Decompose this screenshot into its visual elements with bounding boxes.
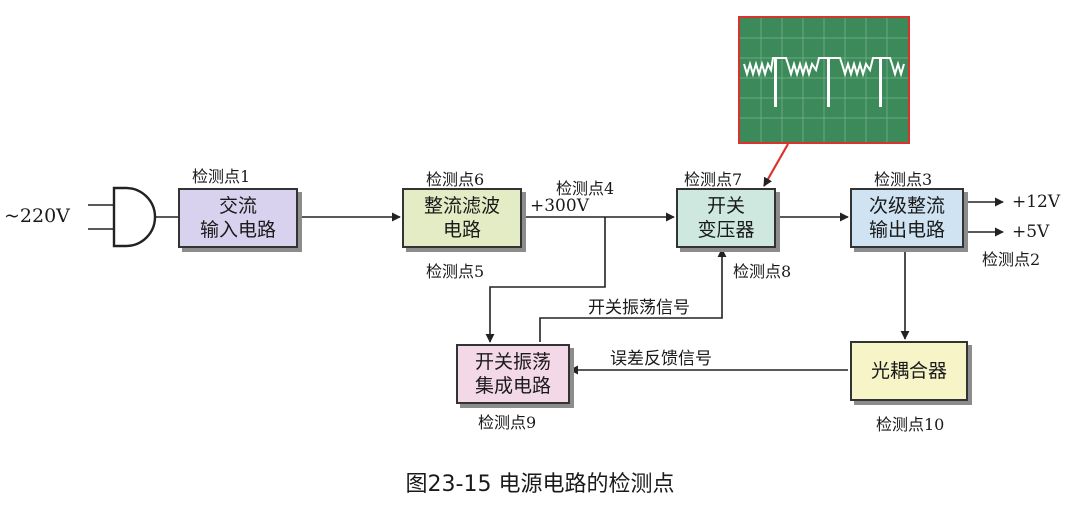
ac-input-voltage-label: ~220V <box>4 205 70 227</box>
test-point-4: 检测点4 <box>556 179 615 198</box>
test-point-2: 检测点2 <box>982 250 1041 269</box>
rectifier-filter-block: 整流滤波 电路 <box>402 188 522 248</box>
output-5v-label: +5V <box>1012 222 1050 242</box>
test-point-3: 检测点3 <box>874 170 933 189</box>
plug-body <box>112 186 157 248</box>
switching-transformer-block: 开关 变压器 <box>676 188 776 248</box>
scope-pointer-arrow <box>763 143 789 187</box>
waveform-graphic <box>740 18 908 142</box>
test-point-10: 检测点10 <box>876 415 945 434</box>
test-point-5: 检测点5 <box>426 262 485 281</box>
oscilloscope-waveform <box>738 16 910 144</box>
arrow-300v-to-oscillator <box>485 217 606 343</box>
error-feedback-signal-label: 误差反馈信号 <box>610 349 712 369</box>
secondary-rectifier-block: 次级整流 输出电路 <box>850 188 964 248</box>
optocoupler-block: 光耦合器 <box>850 341 968 401</box>
test-point-1: 检测点1 <box>192 167 251 186</box>
test-point-8: 检测点8 <box>733 262 792 281</box>
figure-caption: 图23-15 电源电路的检测点 <box>405 472 675 497</box>
test-point-6: 检测点6 <box>426 170 485 189</box>
oscillator-ic-block: 开关振荡 集成电路 <box>456 344 570 404</box>
ac-input-circuit-block: 交流 输入电路 <box>178 188 298 248</box>
test-point-9: 检测点9 <box>478 413 537 432</box>
arrow-oscillator-to-transformer <box>539 248 727 342</box>
voltage-300v-label: +300V <box>530 196 589 216</box>
test-point-7: 检测点7 <box>684 170 743 189</box>
oscillation-signal-label: 开关振荡信号 <box>588 298 690 318</box>
output-12v-label: +12V <box>1012 192 1061 212</box>
